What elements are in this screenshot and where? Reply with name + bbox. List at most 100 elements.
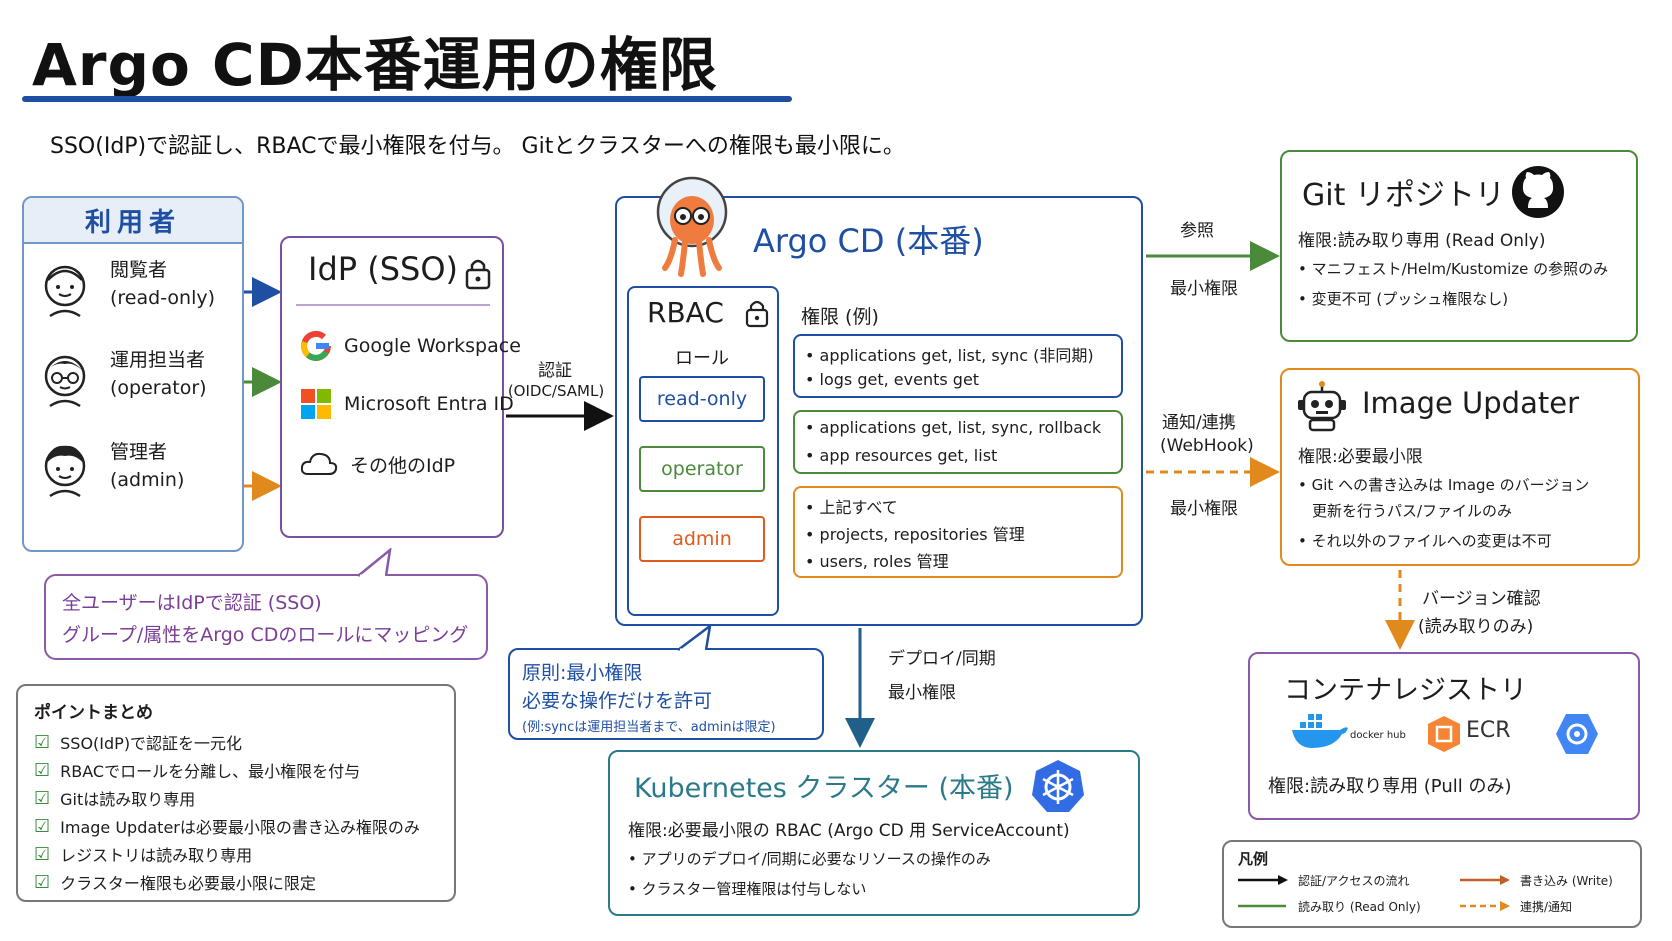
viewer-name: 閲覧者	[110, 259, 168, 281]
perm-admin-3: • users, roles 管理	[805, 552, 949, 571]
robot-icon	[1298, 381, 1346, 432]
k8s-item-2: • クラスター管理権限は付与しない	[628, 880, 867, 898]
deploy-label: デプロイ/同期	[888, 649, 996, 669]
idp-microsoft: Microsoft Entra ID	[300, 388, 514, 420]
artifact-registry-icon	[1556, 714, 1598, 754]
idp-other-label: その他のIdP	[350, 454, 456, 477]
docker-whale-icon	[1292, 714, 1348, 748]
argocd-title: Argo CD (本番)	[753, 222, 984, 260]
iu-item-2: • それ以外のファイルへの変更は不可	[1298, 532, 1552, 550]
users-title: 利用者	[24, 198, 242, 244]
rbac-panel: RBAC ロール read-only operator admin	[627, 286, 779, 616]
github-icon	[1512, 166, 1564, 218]
legend-green-line	[1238, 904, 1286, 908]
admin-avatar-icon	[44, 445, 86, 498]
iu-notify-label: 通知/連携	[1162, 413, 1236, 433]
k8s-item-1: • アプリのデプロイ/同期に必要なリソースの操作のみ	[628, 850, 991, 868]
version-readonly-label: (読み取りのみ)	[1418, 617, 1534, 637]
idp-panel: IdP (SSO) Google Workspace Microsoft Ent…	[280, 236, 521, 538]
auth-label: 認証	[538, 361, 572, 381]
idp-google: Google Workspace	[300, 330, 521, 362]
git-ref-label: 参照	[1180, 221, 1214, 241]
perm-readonly-1: • applications get, list, sync (非同期)	[805, 346, 1094, 365]
check-icon: ☑	[34, 843, 51, 865]
k8s-panel: Kubernetes クラスター (本番) 権限:必要最小限の RBAC (Ar…	[608, 750, 1140, 916]
summary-panel: ポイントまとめ ☑SSO(IdP)で認証を一元化 ☑RBACでロールを分離し、最…	[16, 684, 456, 902]
microsoft-icon	[301, 389, 331, 419]
page-title: Argo CD本番運用の権限	[32, 31, 718, 99]
k8s-perm: 権限:必要最小限の RBAC (Argo CD 用 ServiceAccount…	[628, 821, 1070, 841]
principle-line1: 原則:最小権限	[522, 662, 643, 684]
perm-operator-2: • app resources get, list	[805, 446, 998, 465]
iu-item-1-line1: • Git への書き込みは Image のバージョン	[1298, 476, 1590, 494]
operator-role: (operator)	[110, 377, 207, 399]
perm-operator-1: • applications get, list, sync, rollback	[805, 418, 1102, 437]
summary-item: ☑SSO(IdP)で認証を一元化	[34, 731, 243, 754]
idp-note-line2: グループ/属性をArgo CDのロールにマッピング	[62, 624, 469, 646]
git-least-label: 最小権限	[1170, 279, 1238, 299]
idp-other: その他のIdP	[300, 450, 455, 478]
cloud-icon	[300, 452, 338, 475]
iu-title: Image Updater	[1362, 386, 1579, 420]
ecr-label: ECR	[1466, 718, 1511, 743]
iu-webhook-label: (WebHook)	[1160, 436, 1254, 456]
bubble-tail	[357, 548, 392, 578]
idp-separator	[296, 304, 490, 306]
perm-box-read-only: • applications get, list, sync (非同期) • l…	[793, 334, 1123, 398]
auth-protocol-label: (OIDC/SAML)	[507, 382, 605, 400]
legend-title: 凡例	[1238, 850, 1269, 868]
principle-line2: 必要な操作だけを許可	[522, 690, 713, 712]
idp-note-bubble: 全ユーザーはIdPで認証 (SSO) グループ/属性をArgo CDのロールにマ…	[44, 574, 488, 660]
argocd-panel: Argo CD (本番) RBAC ロール read-only operator…	[615, 176, 1143, 626]
git-title: Git リポジトリ	[1302, 178, 1505, 213]
summary-item: ☑Image Updaterは必要最小限の書き込み権限のみ	[34, 815, 420, 838]
iu-item-1-line2: 更新を行うパス/ファイルのみ	[1312, 502, 1513, 520]
legend-item-auth: 認証/アクセスの流れ	[1298, 874, 1410, 888]
idp-google-label: Google Workspace	[344, 335, 521, 357]
role-admin: admin	[639, 516, 765, 562]
summary-title: ポイントまとめ	[34, 703, 153, 723]
check-icon: ☑	[34, 871, 51, 893]
legend-dashed-arrow	[1460, 901, 1510, 911]
rbac-title: RBAC	[647, 296, 724, 329]
perm-box-admin: • 上記すべて • projects, repositories 管理 • us…	[793, 486, 1123, 578]
admin-name: 管理者	[110, 441, 168, 463]
perm-box-operator: • applications get, list, sync, rollback…	[793, 410, 1123, 474]
check-icon: ☑	[34, 731, 51, 753]
version-check-label: バージョン確認	[1422, 589, 1541, 609]
roles-label: ロール	[675, 348, 729, 369]
legend-panel: 凡例 認証/アクセスの流れ 書き込み (Write) 読み取り (Read On…	[1222, 840, 1642, 928]
operator-avatar-icon	[44, 355, 86, 408]
summary-item: ☑Gitは読み取り専用	[34, 787, 196, 810]
title-underline	[22, 96, 792, 102]
git-item-2: • 変更不可 (プッシュ権限なし)	[1298, 290, 1509, 308]
legend-black-arrow	[1238, 875, 1288, 885]
page-subtitle: SSO(IdP)で認証し、RBACで最小権限を付与。 Gitとクラスターへの権限…	[50, 134, 905, 159]
idp-title: IdP (SSO)	[308, 250, 458, 288]
perm-admin-1: • 上記すべて	[805, 498, 898, 517]
check-icon: ☑	[34, 759, 51, 781]
summary-item: ☑RBACでロールを分離し、最小権限を付与	[34, 759, 361, 782]
git-panel: Git リポジトリ 権限:読み取り専用 (Read Only) • マニフェスト…	[1280, 150, 1638, 342]
check-icon: ☑	[34, 787, 51, 809]
image-updater-panel: Image Updater 権限:必要最小限 • Git への書き込みは Ima…	[1280, 368, 1640, 566]
registry-panel: コンテナレジストリ docker hub ECR 権限:読み取り専用 (Pull…	[1248, 652, 1640, 820]
ecr-icon	[1428, 716, 1460, 752]
principle-bubble: 原則:最小権限 必要な操作だけを許可 (例:syncは運用担当者まで、admin…	[508, 648, 824, 740]
viewer-avatar-icon	[44, 265, 86, 318]
iu-perm: 権限:必要最小限	[1298, 447, 1423, 467]
users-panel: 利用者 閲覧者 (read-only) 運用担当者 (operator) 管理者…	[22, 196, 244, 552]
summary-item: ☑レジストリは読み取り専用	[34, 843, 253, 866]
admin-role: (admin)	[110, 469, 185, 491]
google-icon	[300, 330, 331, 361]
legend-item-read: 読み取り (Read Only)	[1298, 900, 1421, 914]
docker-hub-label: docker hub	[1350, 730, 1406, 741]
registry-perm: 権限:読み取り専用 (Pull のみ)	[1268, 776, 1512, 797]
principle-bubble-tail	[677, 624, 712, 652]
legend-item-notify: 連携/通知	[1520, 900, 1573, 914]
git-perm: 権限:読み取り専用 (Read Only)	[1298, 231, 1546, 251]
k8s-title: Kubernetes クラスター (本番)	[634, 773, 1014, 804]
iu-least-label: 最小権限	[1170, 499, 1238, 519]
summary-item: ☑クラスター権限も必要最小限に限定	[34, 871, 316, 894]
check-icon: ☑	[34, 815, 51, 837]
